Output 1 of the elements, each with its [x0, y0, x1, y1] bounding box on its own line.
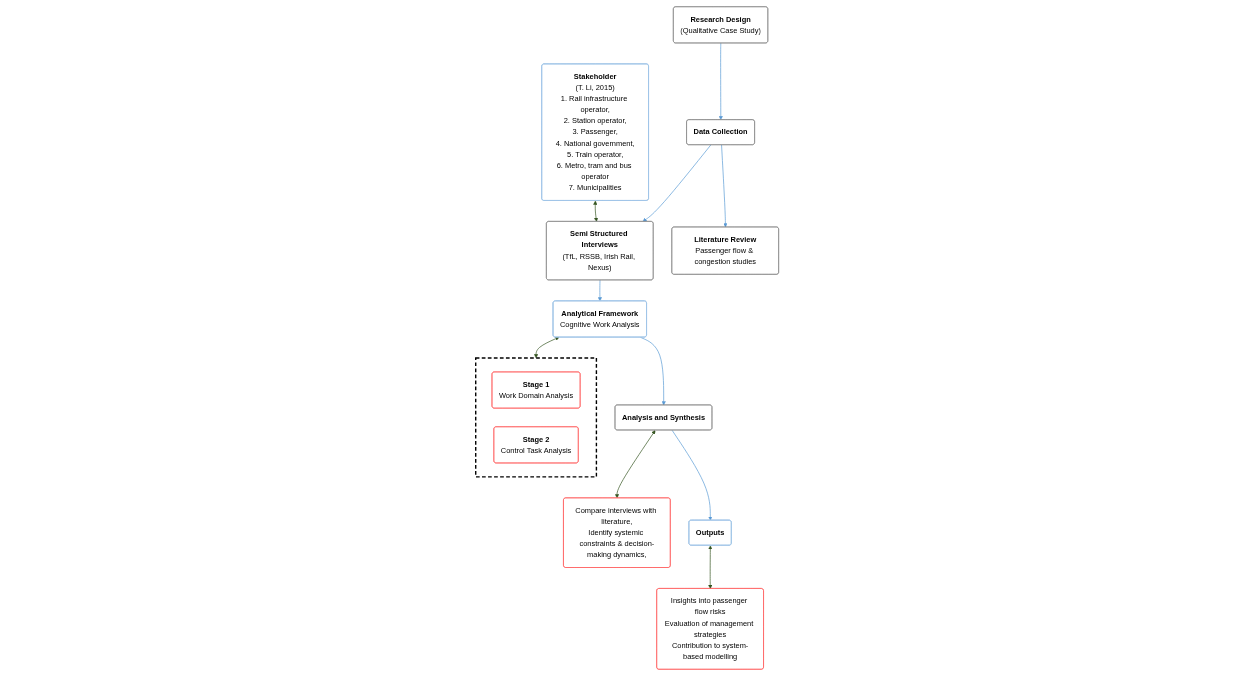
cluster: [474, 356, 597, 478]
